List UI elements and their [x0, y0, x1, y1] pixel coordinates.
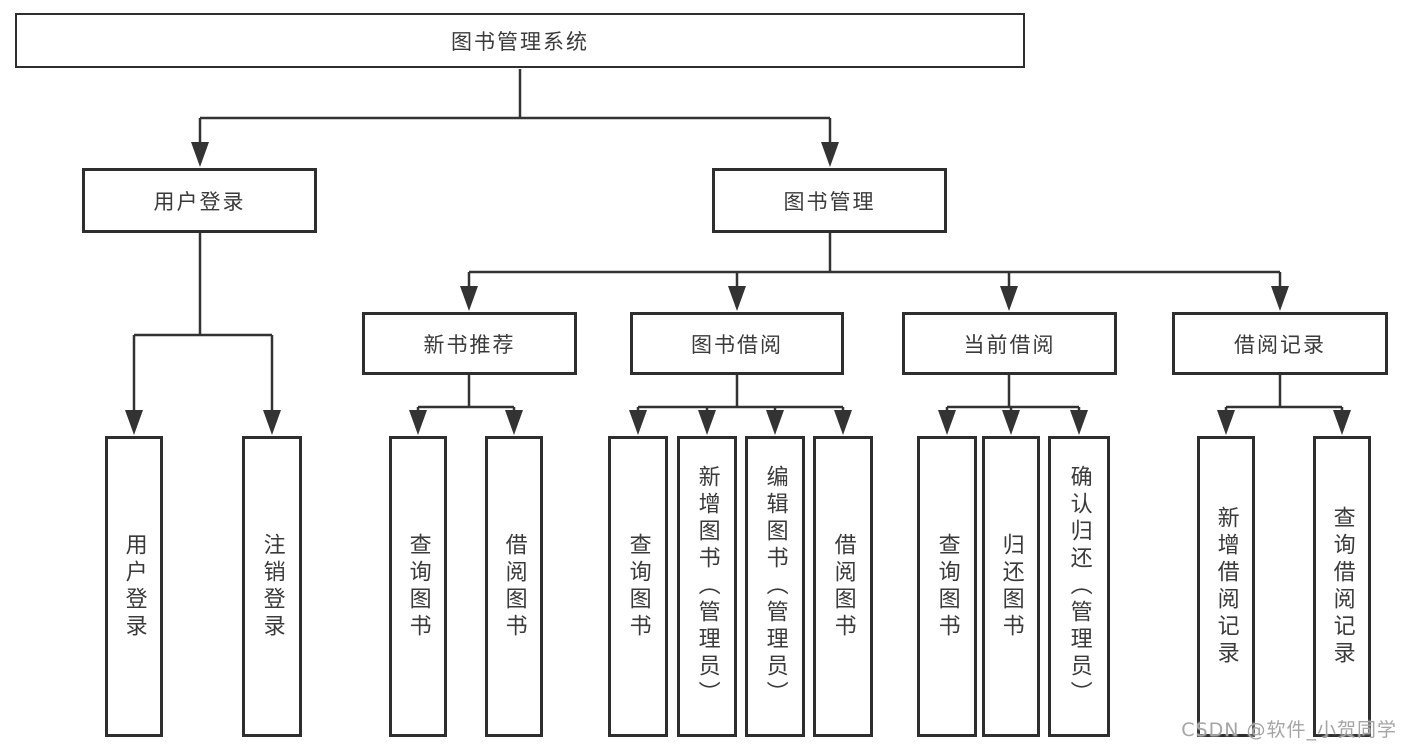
leaf-query-books-borrowing-label: 查询图书: [625, 532, 651, 641]
leaf-logout-label: 注销登录: [259, 532, 285, 641]
leaf-borrow-books: 借阅图书: [813, 436, 873, 737]
leaf-add-books-admin: 新增图书（管理员）: [677, 436, 737, 737]
leaf-borrow-books-label: 借阅图书: [830, 532, 856, 641]
leaf-confirm-return-admin: 确认归还（管理员）: [1048, 436, 1110, 737]
node-book-borrowing: 图书借阅: [630, 312, 844, 375]
leaf-return-books-label: 归还图书: [998, 532, 1024, 641]
leaf-user-login: 用户登录: [105, 436, 163, 737]
leaf-query-books-borrowing: 查询图书: [608, 436, 668, 737]
node-current-borrowing: 当前借阅: [902, 312, 1117, 375]
node-borrowing-records: 借阅记录: [1172, 312, 1388, 375]
leaf-confirm-return-admin-label: 确认归还（管理员）: [1066, 465, 1092, 708]
leaf-query-books-current-label: 查询图书: [934, 532, 960, 641]
leaf-query-borrow-record-label: 查询借阅记录: [1329, 505, 1355, 668]
leaf-query-borrow-record: 查询借阅记录: [1313, 436, 1371, 737]
leaf-query-books-recommend: 查询图书: [389, 436, 447, 737]
leaf-add-books-admin-label: 新增图书（管理员）: [694, 465, 720, 708]
leaf-query-books-recommend-label: 查询图书: [405, 532, 431, 641]
leaf-edit-books-admin: 编辑图书（管理员）: [745, 436, 805, 737]
node-new-book-recommend: 新书推荐: [362, 312, 577, 375]
leaf-borrow-books-recommend-label: 借阅图书: [501, 532, 527, 641]
leaf-edit-books-admin-label: 编辑图书（管理员）: [762, 465, 788, 708]
node-root-system: 图书管理系统: [15, 13, 1025, 68]
leaf-add-borrow-record-label: 新增借阅记录: [1213, 505, 1239, 668]
leaf-borrow-books-recommend: 借阅图书: [485, 436, 543, 737]
arrowheads: [125, 142, 1351, 435]
node-user-login: 用户登录: [82, 168, 317, 233]
leaf-return-books: 归还图书: [982, 436, 1040, 737]
leaf-add-borrow-record: 新增借阅记录: [1197, 436, 1255, 737]
csdn-watermark: CSDN @软件_小贺同学: [1181, 719, 1397, 741]
node-book-management: 图书管理: [712, 168, 947, 233]
leaf-logout: 注销登录: [242, 436, 302, 737]
leaf-query-books-current: 查询图书: [917, 436, 977, 737]
leaf-user-login-label: 用户登录: [121, 532, 147, 641]
